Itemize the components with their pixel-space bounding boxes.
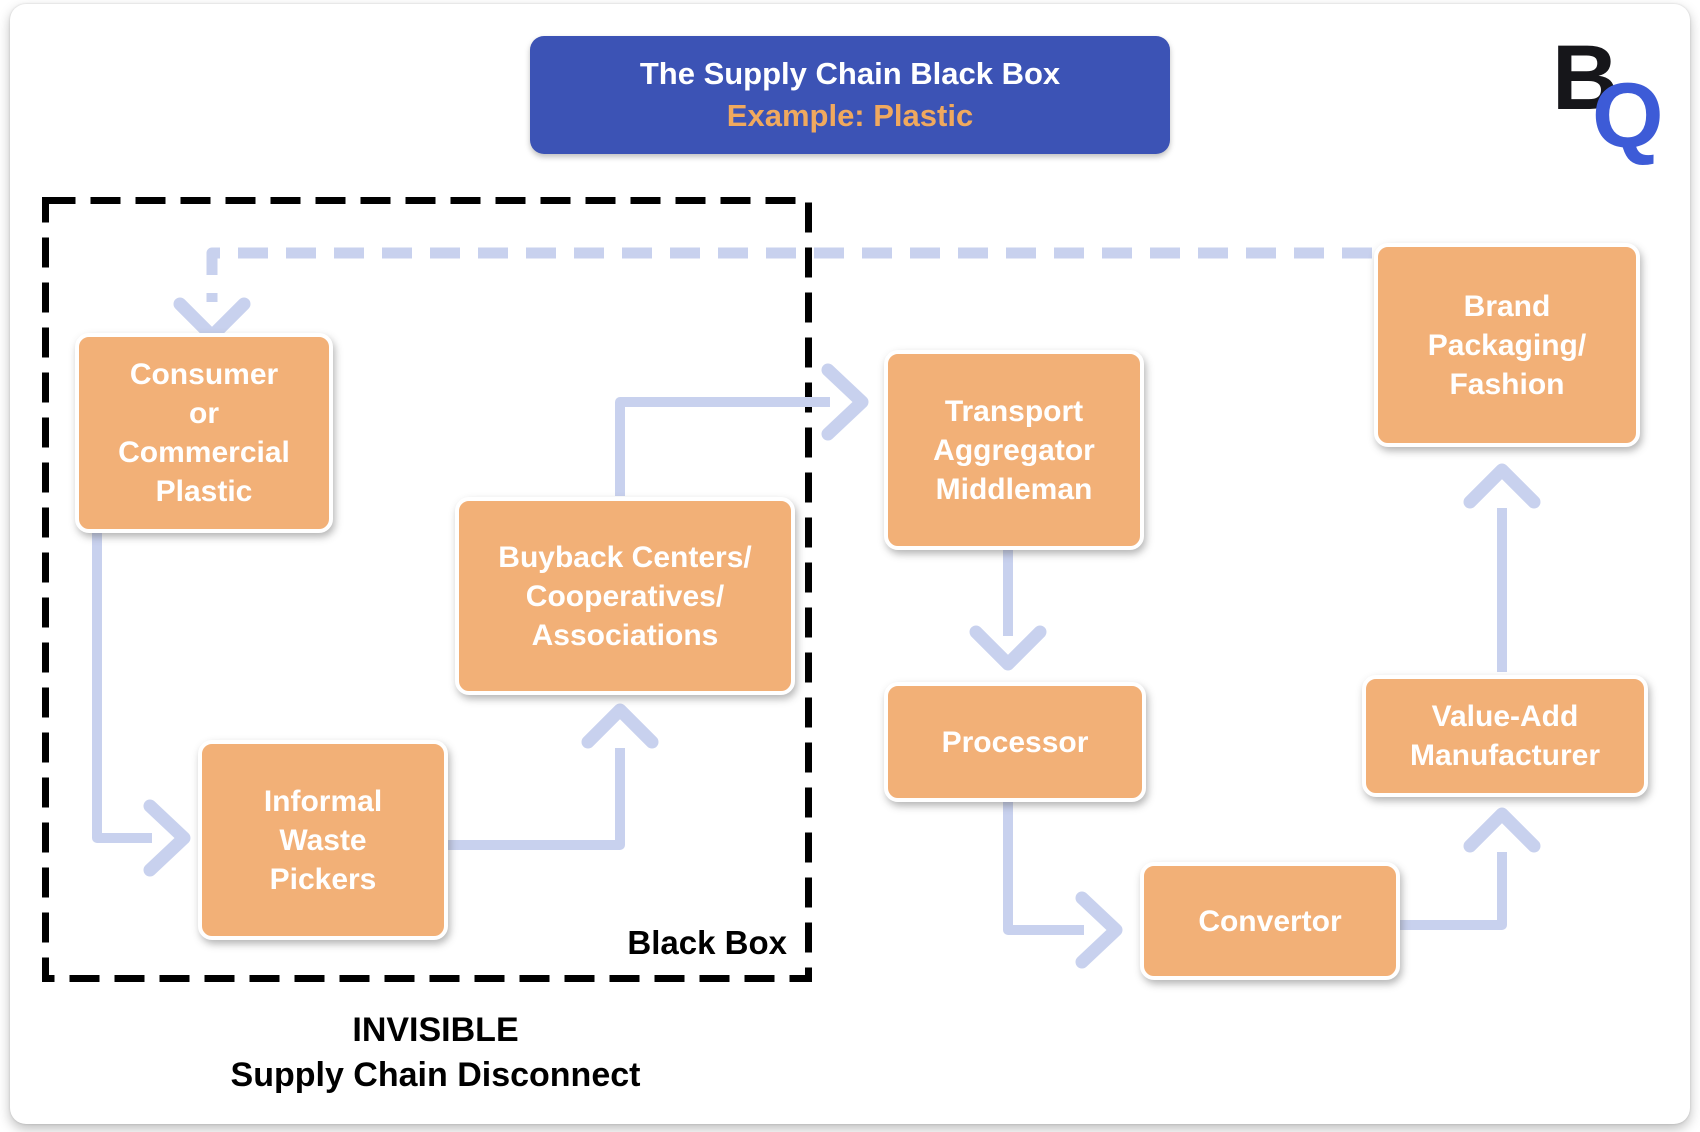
node-buyback-centers-cooperatives-associations: Buyback Centers/ Cooperatives/ Associati…	[455, 497, 795, 695]
node-label-line: Processor	[941, 725, 1089, 759]
node-label-line: or	[189, 397, 219, 430]
node-label-line: Convertor	[1198, 904, 1342, 938]
page-subtitle: Example: Plastic	[726, 98, 974, 133]
node-label-line: Waste	[279, 823, 367, 857]
black-box-label: Black Box	[627, 924, 787, 961]
node-label-line: Middleman	[935, 472, 1093, 506]
node-label-line: Buyback Centers/	[498, 540, 752, 574]
node-label-line: Fashion	[1449, 367, 1565, 401]
bq-logo: B Q	[1540, 30, 1690, 170]
logo-letter-b: B	[1552, 27, 1619, 129]
invisible-disconnect-caption: INVISIBLE Supply Chain Disconnect	[128, 1008, 743, 1098]
node-label-line: Commercial	[118, 436, 290, 469]
node-brand-packaging-fashion: Brand Packaging/ Fashion	[1374, 243, 1640, 447]
caption-line: Supply Chain Disconnect	[230, 1056, 641, 1094]
node-label-line: Transport	[944, 394, 1084, 428]
canvas-card	[10, 4, 1690, 1124]
node-informal-waste-pickers: Informal Waste Pickers	[198, 740, 448, 940]
title-box: The Supply Chain Black Box Example: Plas…	[530, 36, 1170, 154]
node-processor: Processor	[884, 682, 1146, 802]
node-label-line: Associations	[531, 618, 719, 652]
node-label-line: Plastic	[155, 475, 253, 508]
node-consumer-or-commercial-plastic: Consumer or Commercial Plastic	[75, 333, 333, 533]
node-label-line: Cooperatives/	[525, 579, 725, 613]
node-convertor: Convertor	[1140, 862, 1400, 980]
node-value-add-manufacturer: Value-Add Manufacturer	[1362, 675, 1648, 797]
node-label-line: Consumer	[129, 358, 279, 391]
page-title: The Supply Chain Black Box	[639, 56, 1061, 91]
node-label-line: Brand	[1463, 289, 1551, 323]
node-label-line: Aggregator	[933, 433, 1095, 467]
node-label-line: Packaging/	[1427, 328, 1587, 362]
node-transport-aggregator-middleman: Transport Aggregator Middleman	[884, 350, 1144, 550]
caption-line: INVISIBLE	[352, 1011, 519, 1049]
node-label-line: Manufacturer	[1409, 739, 1601, 772]
node-label-line: Informal	[263, 784, 383, 818]
node-label-line: Value-Add	[1431, 700, 1579, 733]
logo-letter-q: Q	[1592, 65, 1664, 167]
node-label-line: Pickers	[269, 862, 377, 896]
